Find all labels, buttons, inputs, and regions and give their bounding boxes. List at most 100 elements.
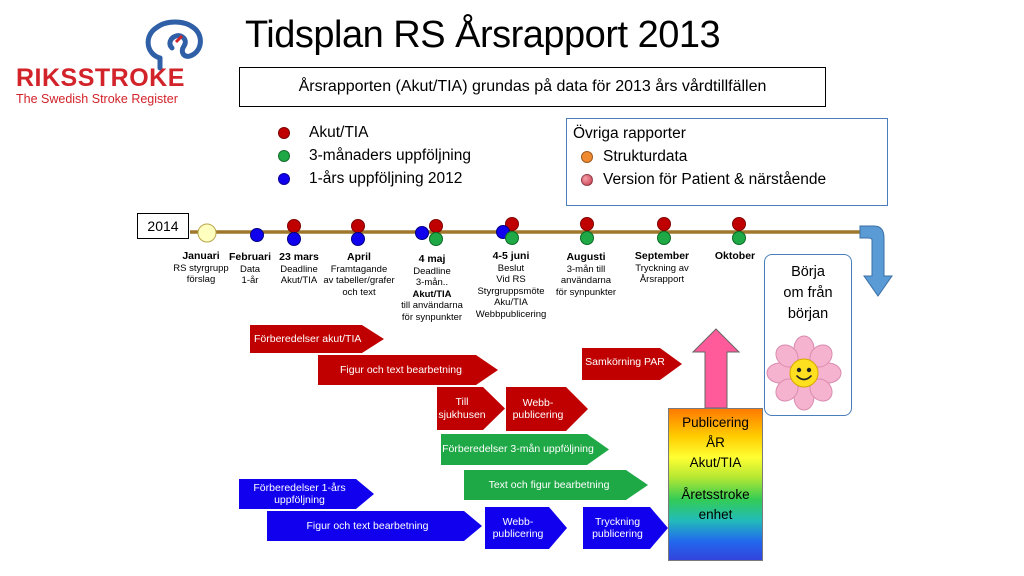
akut-dot [351,219,365,233]
three-month-dot [657,231,671,245]
smiling-flower-icon [766,335,842,411]
legend-label: 3-månaders uppföljning [309,147,471,164]
publicering-text: Akut/TIA [689,455,742,470]
timeline-label-23-mars: 23 mars Deadline Akut/TIA [279,251,319,287]
task-text-figur-3man: Text och figur bearbetning [464,470,648,500]
akut-dot [429,219,443,233]
timeline-note: 1-år [241,275,259,286]
timeline-label-januari: Januari RS styrgrupp förslag [173,250,229,286]
publicering-text: Publicering [682,415,749,430]
task-forberedelser-akut: Förberedelser akut/TIA [250,325,384,353]
month-label: April [347,251,371,263]
one-year-dot [287,232,301,246]
task-forberedelser-1ar: Förberedelser 1-års uppföljning [239,479,374,509]
three-month-dot [580,231,594,245]
timeline-note: Vid RS [496,274,526,285]
up-arrow-icon [691,328,741,409]
timeline-label-4-maj: 4 maj Deadline 3-mån.. Akut/TIA till anv… [401,253,463,323]
task-tryckning-publicering: Tryckning publicering [583,507,668,549]
three-month-dot [429,232,443,246]
timeline-note: 3-mån.. [415,277,449,288]
month-label: Januari [182,250,220,262]
legend-item-1ar: 1-års uppföljning 2012 [278,170,462,188]
timeline-note: Styrgruppsmöte [477,285,545,297]
page-title: Tidsplan RS Årsrapport 2013 [245,14,721,56]
restart-box [764,254,852,416]
timeline-label-april: April Framtagande av tabeller/grafer och… [323,251,394,298]
logo-name: RIKSSTROKE [16,64,185,92]
pink-dot-icon [581,174,593,186]
month-label: 4 maj [418,253,446,265]
month-label: 23 mars [279,251,319,263]
return-arrow-icon [859,225,893,297]
timeline-note: Deadline [413,265,451,277]
legend-label: Akut/TIA [309,124,369,141]
other-report-patient: Version för Patient & närstående [581,171,826,189]
timeline-note: för synpunkter [555,286,617,298]
other-reports-box [566,118,888,206]
month-label: Augusti [566,251,606,263]
legend-item-3man: 3-månaders uppföljning [278,147,471,165]
restart-text: Börja om från början [764,262,852,325]
three-month-dot [505,231,519,245]
timeline-note: Framtagande [330,263,388,275]
publicering-box: Publicering ÅR Akut/TIA Åretsstroke enhe… [668,408,763,561]
one-year-dot [415,226,429,240]
task-samkorning-par: Samkörning PAR [582,348,682,380]
legend-item-akut: Akut/TIA [278,124,368,142]
publicering-text: Åretsstroke [681,487,750,502]
akut-dot [657,217,671,231]
legend-dot-blue [278,173,290,185]
one-year-dot [351,232,365,246]
timeline-label-september: September Tryckning av Årsrapport [634,250,690,286]
akut-dot [505,217,519,231]
timeline-note: Beslut [497,262,525,274]
akut-dot [287,219,301,233]
timeline-label-augusti: Augusti 3-mån till användarna för synpun… [555,251,617,298]
timeline-note: 3-mån till [566,263,606,275]
timeline-note: Tryckning av [635,262,689,274]
timeline-note: Webbpublicering [475,308,547,320]
other-report-label: Version för Patient & närstående [603,171,827,188]
timeline-note: användarna [560,275,612,286]
timeline-label-4-5-juni: 4-5 juni Beslut Vid RS Styrgruppsmöte Ak… [475,250,547,320]
timeline-note: Årsrapport [639,274,685,285]
task-forberedelser-3man: Förberedelser 3-mån uppföljning [441,434,609,465]
task-figur-text-1ar: Figur och text bearbetning [267,511,482,541]
restart-line: början [787,306,829,322]
other-report-strukturdata: Strukturdata [581,148,687,166]
timeline-note: och text [342,286,376,298]
task-webbpublicering-1ar: Webb- publicering [485,507,567,549]
month-label: Februari [228,251,272,263]
month-label: September [634,250,690,262]
timeline-note: för synpunkter [401,311,463,323]
task-figur-text-akut: Figur och text bearbetning [318,355,498,385]
publicering-text: ÅR [706,435,725,450]
one-year-dot [250,228,264,242]
timeline-label-februari: Februari Data 1-år [228,251,272,287]
timeline-label-oktober: Oktober [715,250,755,263]
timeline-note: Data [239,263,261,275]
restart-line: Börja [791,264,825,280]
timeline-note: förslag [186,274,216,285]
orange-dot-icon [581,151,593,163]
other-report-label: Strukturdata [603,148,688,165]
restart-line: om från [783,285,833,301]
month-label: 4-5 juni [492,250,530,262]
timeline-note: Deadline [280,263,318,275]
akut-dot [732,217,746,231]
timeline-note: Akut/TIA [280,275,318,286]
legend-label: 1-års uppföljning 2012 [309,170,463,187]
brain-logo-icon [145,19,203,71]
legend-dot-green [278,150,290,162]
timeline-note: RS styrgrupp [173,262,229,274]
timeline-note: Aku/TIA [494,297,528,308]
timeline-note: Akut/TIA [412,288,452,300]
legend-dot-red [278,127,290,139]
year-label: 2014 [137,213,189,239]
akut-dot [580,217,594,231]
subtitle-box: Årsrapporten (Akut/TIA) grundas på data … [239,67,826,107]
publicering-text: enhet [698,507,733,522]
other-reports-heading: Övriga rapporter [573,125,686,142]
